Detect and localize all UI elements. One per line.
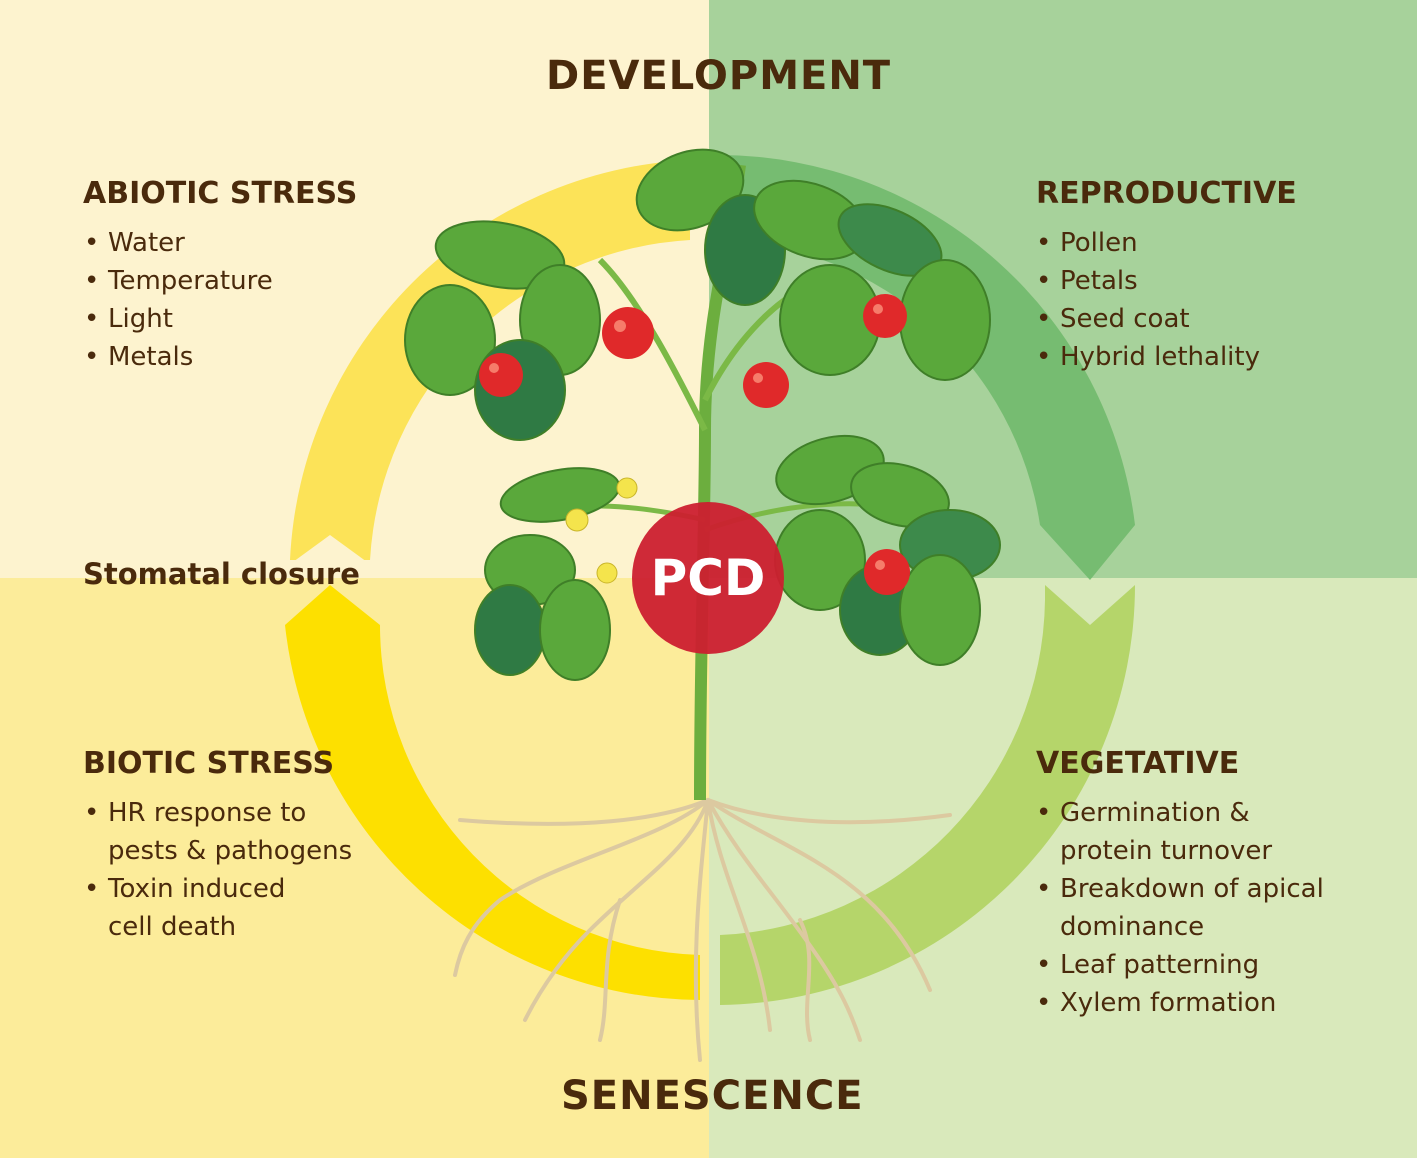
vegetative-heading: VEGETATIVE: [1036, 746, 1240, 781]
reproductive-list: Pollen Petals Seed coat Hybrid lethality: [1036, 224, 1260, 376]
list-item: Water: [84, 224, 273, 262]
list-item: Temperature: [84, 262, 273, 300]
cycle-arrow-top-left: [290, 160, 690, 560]
list-item: Light: [84, 300, 273, 338]
list-item-text: pests & pathogens: [108, 836, 353, 866]
list-item: Hybrid lethality: [1036, 338, 1260, 376]
biotic-stress-heading: BIOTIC STRESS: [83, 746, 335, 781]
reproductive-heading: REPRODUCTIVE: [1036, 176, 1297, 211]
list-item-text: dominance: [1060, 912, 1205, 942]
pcd-circle: [632, 502, 784, 654]
abiotic-stress-list: Water Temperature Light Metals: [84, 224, 273, 376]
senescence-title: SENESCENCE: [561, 1073, 864, 1119]
pcd-label: PCD: [650, 549, 766, 607]
list-item-continued: cell death: [84, 908, 352, 946]
list-item: HR response to: [84, 794, 352, 832]
list-item-continued: protein turnover: [1036, 832, 1324, 870]
tomato-plant-icon: [404, 148, 1001, 801]
biotic-stress-list: HR response to pests & pathogens Toxin i…: [84, 794, 352, 946]
list-item: Breakdown of apical: [1036, 870, 1324, 908]
cycle-arrow-top-right: [720, 155, 1135, 580]
flower-icon: [565, 477, 638, 584]
list-item: Seed coat: [1036, 300, 1260, 338]
list-item: Germination &: [1036, 794, 1324, 832]
root-icon: [453, 798, 952, 1062]
abiotic-stress-heading: ABIOTIC STRESS: [83, 176, 358, 211]
list-item-text: protein turnover: [1060, 836, 1273, 866]
list-item-text: cell death: [108, 912, 237, 942]
tomato-icon: [479, 294, 910, 595]
vegetative-list: Germination & protein turnover Breakdown…: [1036, 794, 1324, 1022]
list-item: Pollen: [1036, 224, 1260, 262]
stomatal-closure-label: Stomatal closure: [83, 557, 360, 591]
list-item: Leaf patterning: [1036, 946, 1324, 984]
cycle-arrow-bottom-left: [285, 585, 700, 1000]
list-item: Toxin induced: [84, 870, 352, 908]
development-title: DEVELOPMENT: [546, 53, 892, 99]
list-item: Xylem formation: [1036, 984, 1324, 1022]
list-item: Petals: [1036, 262, 1260, 300]
list-item: Metals: [84, 338, 273, 376]
list-item-continued: pests & pathogens: [84, 832, 352, 870]
cycle-arrowhead-left: [282, 535, 378, 570]
list-item-continued: dominance: [1036, 908, 1324, 946]
